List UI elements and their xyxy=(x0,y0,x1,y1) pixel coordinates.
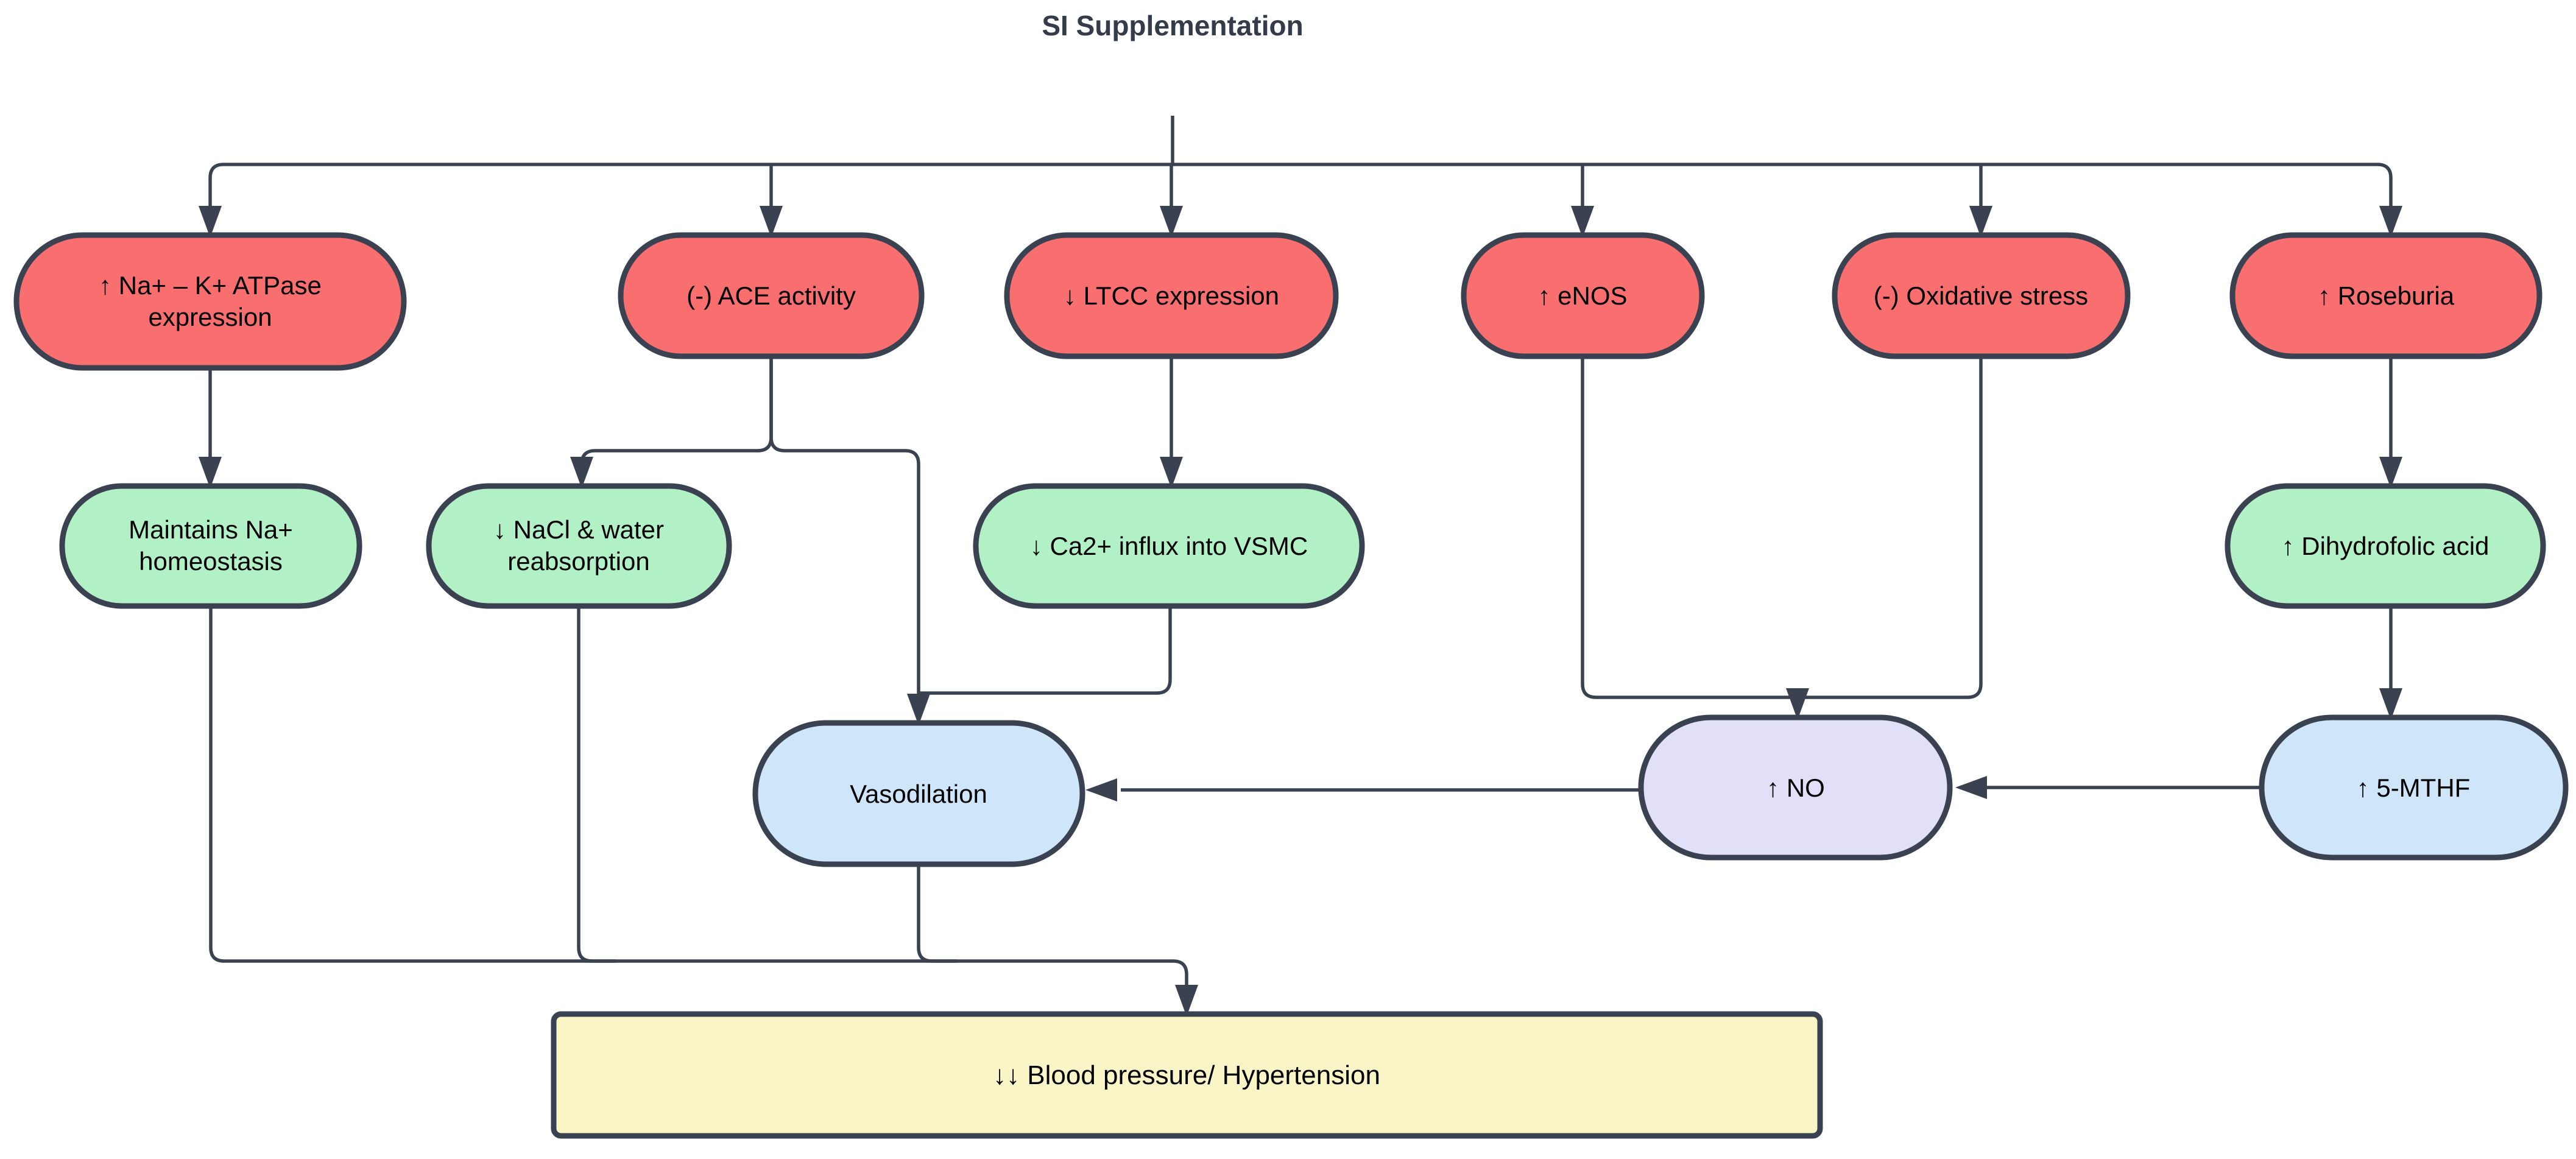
arrow-into-cainflux xyxy=(1160,457,1183,488)
nacl-water-label-line1: ↓ NaCl & water xyxy=(493,515,664,544)
node-dihydrofolic-acid: ↑ Dihydrofolic acid xyxy=(2225,483,2546,609)
connector-oxidative-no xyxy=(1798,356,1983,699)
node-nacl-water: ↓ NaCl & water reabsorption xyxy=(426,483,732,609)
connector-enos-no xyxy=(1581,356,1799,705)
blood-pressure-label: ↓↓ Blood pressure/ Hypertension xyxy=(993,1060,1380,1090)
enos-label: ↑ eNOS xyxy=(1537,281,1627,310)
diagram-title: SI Supplementation xyxy=(1042,10,1303,41)
connectors xyxy=(208,116,2393,989)
arrow-into-bloodpressure xyxy=(1175,985,1198,1016)
5-mthf-label: ↑ 5-MTHF xyxy=(2357,773,2471,802)
node-na-k-atpase: ↑ Na+ – K+ ATPase expression xyxy=(13,232,407,371)
node-ace-activity: (-) ACE activity xyxy=(618,232,925,359)
oxidative-stress-label: (-) Oxidative stress xyxy=(1874,281,2088,310)
na-homeostasis-label-line2: homeostasis xyxy=(139,547,283,576)
ltcc-expression-shape xyxy=(1004,232,1339,359)
ace-activity-shape xyxy=(618,232,925,359)
vasodilation-shape xyxy=(752,720,1085,867)
na-k-atpase-label-line2: expression xyxy=(148,303,272,331)
no-label: ↑ NO xyxy=(1766,773,1825,802)
node-5-mthf: ↑ 5-MTHF xyxy=(2259,714,2569,861)
node-oxidative-stress: (-) Oxidative stress xyxy=(1832,232,2131,359)
node-enos: ↑ eNOS xyxy=(1461,232,1705,359)
arrow-into-homeostasis xyxy=(199,457,222,488)
connector-ace-vasodilation xyxy=(769,356,920,702)
arrow-into-vasodilation-top xyxy=(907,694,930,725)
dihydrofolic-acid-label: ↑ Dihydrofolic acid xyxy=(2282,532,2490,560)
arrow-into-ltcc xyxy=(1160,206,1183,238)
node-vasodilation: Vasodilation xyxy=(752,720,1085,867)
node-na-homeostasis: Maintains Na+ homeostasis xyxy=(59,483,362,609)
nacl-water-label-line2: reabsorption xyxy=(507,547,649,576)
node-ca-influx: ↓ Ca2+ influx into VSMC xyxy=(973,483,1365,609)
na-homeostasis-label-line1: Maintains Na+ xyxy=(129,515,293,544)
arrow-into-enos xyxy=(1571,206,1594,238)
arrow-into-roseburia xyxy=(2379,206,2402,238)
node-ltcc-expression: ↓ LTCC expression xyxy=(1004,232,1339,359)
connector-ace-nacl xyxy=(580,356,773,469)
arrow-into-atpase xyxy=(199,206,222,238)
node-no: ↑ NO xyxy=(1638,714,1953,861)
arrow-into-mthf xyxy=(2379,688,2402,720)
arrowheads xyxy=(199,206,2402,1016)
roseburia-label: ↑ Roseburia xyxy=(2318,281,2455,310)
5-mthf-shape xyxy=(2259,714,2569,861)
arrow-into-nacl xyxy=(570,457,593,488)
arrow-into-no-right xyxy=(1955,776,1987,799)
connector-vasodilation-collector xyxy=(917,864,956,963)
node-roseburia: ↑ Roseburia xyxy=(2229,232,2542,359)
nacl-water-shape xyxy=(426,483,732,609)
arrow-into-oxidative xyxy=(1969,206,1992,238)
connector-cainflux-vasodilation xyxy=(919,606,1172,695)
arrow-into-vasodilation-right xyxy=(1085,778,1117,801)
vasodilation-label: Vasodilation xyxy=(850,780,987,808)
oxidative-stress-shape xyxy=(1832,232,2131,359)
arrow-into-no-top xyxy=(1786,688,1809,720)
arrow-into-ace xyxy=(760,206,783,238)
arrow-into-dihydrofolic xyxy=(2379,457,2402,488)
dihydrofolic-acid-shape xyxy=(2225,483,2546,609)
ca-influx-shape xyxy=(973,483,1365,609)
no-shape xyxy=(1638,714,1953,861)
na-k-atpase-shape xyxy=(13,232,407,371)
enos-shape xyxy=(1461,232,1705,359)
connector-distribution-rail xyxy=(208,163,2393,211)
ltcc-expression-label: ↓ LTCC expression xyxy=(1064,281,1279,310)
ace-activity-label: (-) ACE activity xyxy=(686,281,856,310)
ca-influx-label: ↓ Ca2+ influx into VSMC xyxy=(1030,532,1308,560)
connector-nacl-collector xyxy=(577,606,615,963)
roseburia-shape xyxy=(2229,232,2542,359)
na-homeostasis-shape xyxy=(59,483,362,609)
blood-pressure-shape xyxy=(551,1011,1823,1139)
connector-homeostasis-collector xyxy=(209,606,1188,989)
node-blood-pressure: ↓↓ Blood pressure/ Hypertension xyxy=(551,1011,1823,1139)
na-k-atpase-label-line1: ↑ Na+ – K+ ATPase xyxy=(99,271,322,300)
